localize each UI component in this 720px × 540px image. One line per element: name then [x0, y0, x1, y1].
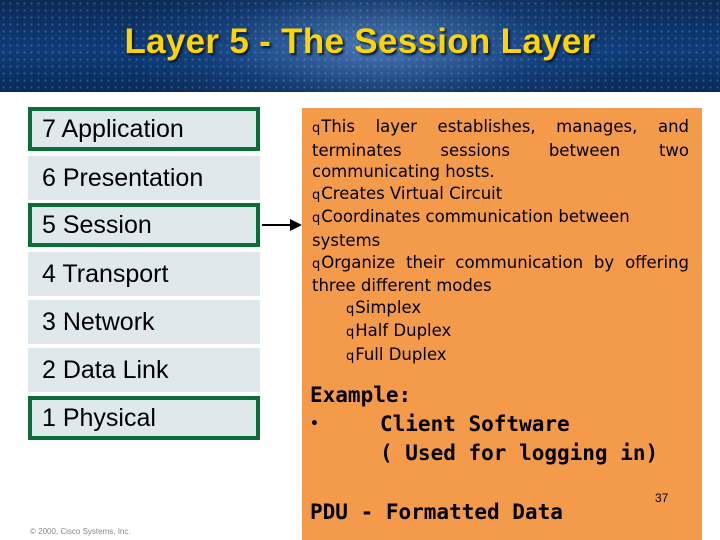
arrow-icon: [262, 219, 302, 231]
word: Organize: [321, 252, 396, 272]
q-bullet-icon: q: [346, 301, 355, 317]
layer-5-session: 5 Session: [28, 203, 260, 247]
example-heading: Example:: [310, 383, 412, 407]
desc-line-1: qThis layer establishes, manages, and: [312, 116, 689, 140]
session-description: qThis layer establishes, manages, and te…: [312, 116, 689, 368]
copyright-notice: © 2000, Cisco Systems, Inc.: [30, 527, 131, 536]
q-bullet-icon: q: [312, 121, 321, 136]
layer-6-presentation: 6 Presentation: [28, 156, 260, 200]
word: communication: [455, 252, 584, 272]
example-block: Example: • Client Software ( Used for lo…: [310, 381, 690, 468]
word: their: [406, 252, 445, 272]
q-bullet-icon: q: [312, 256, 321, 272]
title-banner: [0, 0, 720, 92]
word: establishes,: [437, 117, 536, 136]
page-number: 37: [655, 491, 669, 505]
word: This: [321, 117, 355, 136]
description-panel: [302, 108, 702, 540]
mode-text: Full Duplex: [355, 344, 447, 364]
desc-organize-cont: three different modes: [312, 276, 492, 296]
mode-full-duplex: qFull Duplex: [312, 344, 689, 368]
word: and: [657, 117, 690, 136]
mode-simplex: qSimplex: [312, 297, 689, 321]
q-bullet-icon: q: [346, 348, 355, 364]
desc-line-3: communicating hosts.: [312, 162, 495, 182]
layer-3-network: 3 Network: [28, 300, 260, 344]
q-bullet-icon: q: [346, 325, 355, 341]
mode-text: Half Duplex: [355, 321, 452, 341]
example-item-text: Client Software: [380, 412, 570, 436]
q-bullet-icon: q: [312, 211, 321, 227]
mode-half-duplex: qHalf Duplex: [312, 320, 689, 344]
banner-glow: [120, 0, 640, 92]
desc-line-2: terminates sessions between two: [312, 140, 689, 162]
word: between: [548, 140, 621, 160]
mode-text: Simplex: [355, 297, 422, 317]
layer-4-transport: 4 Transport: [28, 252, 260, 296]
layer-7-application: 7 Application: [28, 107, 260, 151]
word: manages,: [556, 117, 638, 136]
word: offering: [625, 252, 689, 272]
pdu-label: PDU - Formatted Data: [310, 500, 563, 524]
desc-item-coordinates: qCoordinates communication between syste…: [312, 206, 689, 251]
example-item: • Client Software: [310, 410, 690, 439]
word: terminates: [312, 140, 402, 160]
slide-title: Layer 5 - The Session Layer: [124, 22, 596, 61]
word: sessions: [440, 140, 511, 160]
layer-1-physical: 1 Physical: [28, 396, 260, 440]
word: two: [658, 140, 690, 160]
example-note: ( Used for logging in): [380, 441, 659, 465]
q-bullet-icon: q: [312, 187, 321, 203]
word: layer: [375, 117, 417, 136]
word: by: [593, 252, 615, 272]
desc-item-organize: qOrganize their communication by offerin…: [312, 252, 689, 276]
desc-item-virtual-circuit: qCreates Virtual Circuit: [312, 183, 689, 207]
banner-texture: [0, 0, 720, 92]
item-text: Coordinates communication between system…: [312, 207, 630, 250]
item-text: Creates Virtual Circuit: [321, 183, 503, 203]
bullet-icon: •: [310, 416, 319, 432]
layer-2-data-link: 2 Data Link: [28, 348, 260, 392]
